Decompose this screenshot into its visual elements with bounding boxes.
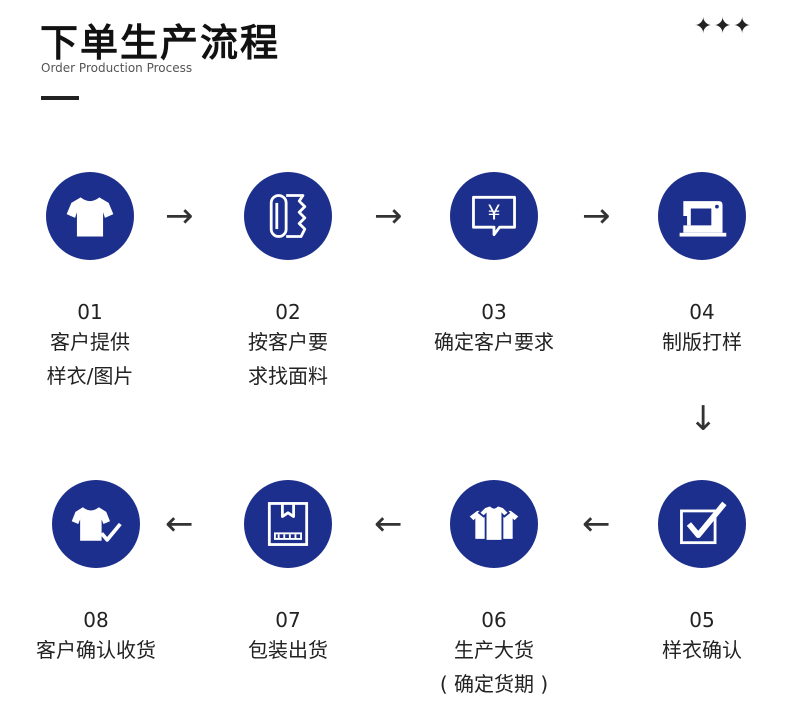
step-06-circle — [450, 480, 538, 568]
step-02-circle — [244, 172, 332, 260]
arrow-left-1: ← — [582, 504, 611, 544]
step-07-label-line1: 包装出货 — [248, 638, 328, 662]
step-04-circle — [658, 172, 746, 260]
step-02-label-line2: 求找面料 — [248, 364, 328, 388]
step-05-label-line1: 样衣确认 — [662, 638, 742, 662]
shirts-batch-icon — [469, 504, 519, 542]
step-04: 04 制版打样 — [612, 172, 790, 360]
checkbox-icon — [680, 501, 727, 545]
step-08-label-line1: 客户确认收货 — [36, 638, 156, 662]
step-02-label-line1: 按客户要 — [248, 330, 328, 354]
arrow-right-3: → — [582, 196, 611, 236]
step-03: ¥ 03 确定客户要求 — [404, 172, 584, 360]
step-06: 06 生产大货 ( 确定货期 ) — [404, 480, 584, 700]
step-01: 01 客户提供 样衣/图片 — [0, 172, 180, 392]
package-box-icon — [267, 502, 309, 546]
step-08-number: 08 — [83, 608, 109, 632]
step-04-label-line1: 制版打样 — [662, 330, 742, 354]
step-05: 05 样衣确认 — [612, 480, 790, 668]
yen-chat-icon: ¥ — [472, 195, 516, 237]
stars-decoration: ✦✦✦ — [694, 14, 753, 39]
page-subtitle: Order Production Process — [41, 61, 193, 75]
step-08-circle — [52, 480, 140, 568]
page-title: 下单生产流程 — [40, 21, 281, 65]
step-02-number: 02 — [275, 300, 301, 324]
step-07: 07 包装出货 — [198, 480, 378, 668]
arrow-right-2: → — [374, 196, 403, 236]
step-05-circle — [658, 480, 746, 568]
step-07-number: 07 — [275, 608, 301, 632]
step-01-label-line1: 客户提供 — [50, 330, 130, 354]
sewing-machine-icon — [679, 201, 727, 237]
shirt-check-icon — [71, 507, 122, 542]
step-01-number: 01 — [77, 300, 103, 324]
step-01-circle — [46, 172, 134, 260]
svg-text:¥: ¥ — [487, 201, 500, 225]
title-underline — [41, 96, 79, 100]
arrow-left-3: ← — [165, 504, 194, 544]
step-06-label-line1: 生产大货 — [454, 638, 534, 662]
step-06-number: 06 — [481, 608, 507, 632]
step-07-circle — [244, 480, 332, 568]
t-shirt-icon — [66, 197, 114, 237]
step-03-number: 03 — [481, 300, 507, 324]
arrow-right-1: → — [165, 196, 194, 236]
step-05-number: 05 — [689, 608, 715, 632]
step-01-label-line2: 样衣/图片 — [46, 364, 134, 388]
step-03-circle: ¥ — [450, 172, 538, 260]
step-08: 08 客户确认收货 — [6, 480, 186, 668]
arrow-down: ↓ — [689, 399, 718, 439]
step-06-label-line2: ( 确定货期 ) — [439, 672, 549, 696]
step-04-number: 04 — [689, 300, 715, 324]
step-03-label-line1: 确定客户要求 — [434, 330, 554, 354]
step-02: 02 按客户要 求找面料 — [198, 172, 378, 392]
arrow-left-2: ← — [374, 504, 403, 544]
fabric-roll-icon — [269, 194, 307, 238]
